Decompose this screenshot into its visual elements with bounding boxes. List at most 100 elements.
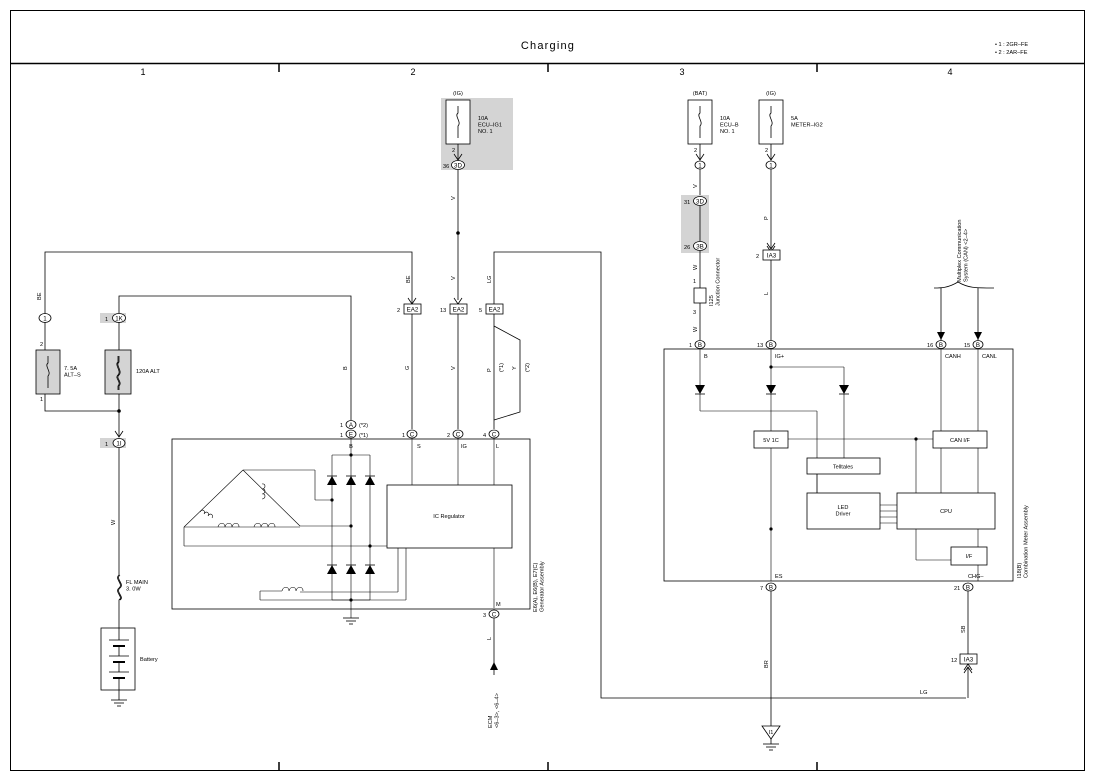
ic-regulator-label: IC Regulator xyxy=(433,514,465,520)
multiplex-brace xyxy=(933,281,995,289)
ea2-a-label: EA2 xyxy=(407,307,419,314)
wire-color-lg: LG xyxy=(487,276,493,283)
gen-conn-e-pin: 1 xyxy=(340,433,343,439)
note-star1: (*1) xyxy=(499,363,505,372)
wire-be-top xyxy=(44,251,413,314)
gen-conn-s-pin: 1 xyxy=(402,433,405,439)
fl-main-line2: 3. 0W xyxy=(126,587,141,593)
ea2-c xyxy=(485,303,504,315)
meter-conn-canl xyxy=(972,340,984,349)
meter-conn-canh-pin: 16 xyxy=(927,343,933,349)
gen-conn-m-pin: 3 xyxy=(483,613,486,619)
gen-pin-s: S xyxy=(417,444,421,450)
canl-arrow xyxy=(974,332,982,340)
meter-dot-2 xyxy=(914,437,918,441)
meter-dot-1 xyxy=(769,365,773,369)
arrow-ecu-b xyxy=(695,153,705,161)
column-label-4: 4 xyxy=(947,67,952,77)
wire-color-v-jc: V xyxy=(693,184,699,188)
junction-connector-i125 xyxy=(693,287,707,304)
wire-color-v2: V xyxy=(451,276,457,280)
ea2-c-label: EA2 xyxy=(489,307,501,314)
column-label-2: 2 xyxy=(410,67,415,77)
alt120-fuse-label: 120A ALT xyxy=(136,369,160,375)
fl-main-link-2 xyxy=(118,574,122,601)
alt120-fuse xyxy=(104,349,132,395)
gen-dot-4 xyxy=(368,544,372,548)
multiplex-label: Multiplex CommunicationSystem (CAN) <2–4… xyxy=(957,220,970,283)
column-ticks xyxy=(278,63,818,771)
meter-pin-chg: CHG– xyxy=(968,574,984,580)
meter-conn-b-pin: 1 xyxy=(689,343,692,349)
meter-ig2-line2: METER–IG2 xyxy=(791,123,823,129)
jc-name: I125Junction Connector xyxy=(709,258,722,306)
block-can-if xyxy=(932,430,988,449)
jc-3b-pin: 26 xyxy=(684,245,690,251)
block-if xyxy=(950,546,988,566)
led-driver-line2: Driver xyxy=(836,512,851,518)
alt120-pin: 1 xyxy=(105,317,108,323)
fl-main-link xyxy=(117,574,121,628)
generator-title-line2: Generator Assembly xyxy=(540,561,546,612)
alt-s-fuse-element xyxy=(46,356,50,388)
meter-conn-chg-pin: 21 xyxy=(954,586,960,592)
wire-color-br: BR xyxy=(764,660,770,668)
meter-dot-3 xyxy=(769,527,773,531)
ia3-bottom xyxy=(959,653,978,665)
ia3-top-pin: 2 xyxy=(756,254,759,260)
wire-color-lg-bottom: LG xyxy=(920,690,927,696)
jc-code: I125 xyxy=(709,295,715,306)
meter-pin-ig: IG+ xyxy=(775,354,784,360)
wire-color-be2: BE xyxy=(406,275,412,283)
gen-conn-a xyxy=(345,420,357,429)
ecu-b-line2: ECU–B xyxy=(720,123,739,129)
multiplex-line2: System (CAN) <2–4> xyxy=(964,229,970,282)
meter-ig2-source: (IG) xyxy=(766,91,776,97)
meter-pin-canl: CANL xyxy=(982,354,997,360)
rectifier-diodes xyxy=(327,475,375,574)
gen-conn-m-label: C xyxy=(492,611,497,618)
ecu-ig1-line1: 10A xyxy=(478,116,488,122)
meter-title-line1: I18(B) xyxy=(1017,563,1023,578)
wire-color-be1: BE xyxy=(37,292,43,300)
wire-alt-s-out xyxy=(44,394,119,412)
meter-ig2-line1: 5A xyxy=(791,116,798,122)
junction-dot-2 xyxy=(456,231,460,235)
ia3-top-label: IA3 xyxy=(767,253,777,260)
ecu-b-pin: 2 xyxy=(694,148,697,154)
wire-color-y: Y xyxy=(512,366,518,370)
battery-ground-symbol xyxy=(111,699,127,707)
engine-note-2: • 2 : 2AR–FE xyxy=(995,50,1028,56)
battery-label: Battery xyxy=(140,657,158,663)
block-5v-ic-label: 5V 1C xyxy=(763,438,779,444)
meter-title-line2: Combination Meter Assembly xyxy=(1024,505,1030,578)
arrow-meter-ig2 xyxy=(766,153,776,161)
ecu-ig1-line2: ECU–IG1 xyxy=(478,123,502,129)
block-if-label: I/F xyxy=(966,554,973,560)
ecu-ig1-fuse-element xyxy=(456,106,460,138)
meter-conn-canh-label: B xyxy=(939,342,943,349)
ic-regulator xyxy=(386,484,513,549)
gen-conn-l-label: C xyxy=(492,431,497,438)
block-5v-ic xyxy=(753,430,789,449)
arrow-3d xyxy=(453,153,463,161)
gen-conn-a-label: A xyxy=(349,422,354,429)
engine-note-1: • 1 : 2GR–FE xyxy=(995,42,1028,48)
ecu-ig1-line3: NO. 1 xyxy=(478,129,493,135)
meter-conn-es-pin: 7 xyxy=(760,586,763,592)
block-can-if-label: CAN I/F xyxy=(950,438,970,444)
block-telltales-label: Telltales xyxy=(833,465,853,471)
stator-windings xyxy=(183,469,304,592)
wire-color-v3: V xyxy=(451,366,457,370)
wire-color-p-meter: P xyxy=(764,216,770,220)
wire-y xyxy=(493,325,521,421)
meter-title: I18(B)Combination Meter Assembly xyxy=(1017,505,1030,578)
ecu-ig1-source: (IG) xyxy=(453,91,463,97)
generator-title-line1: E6(A), E6(B), E7(C) xyxy=(533,562,539,612)
